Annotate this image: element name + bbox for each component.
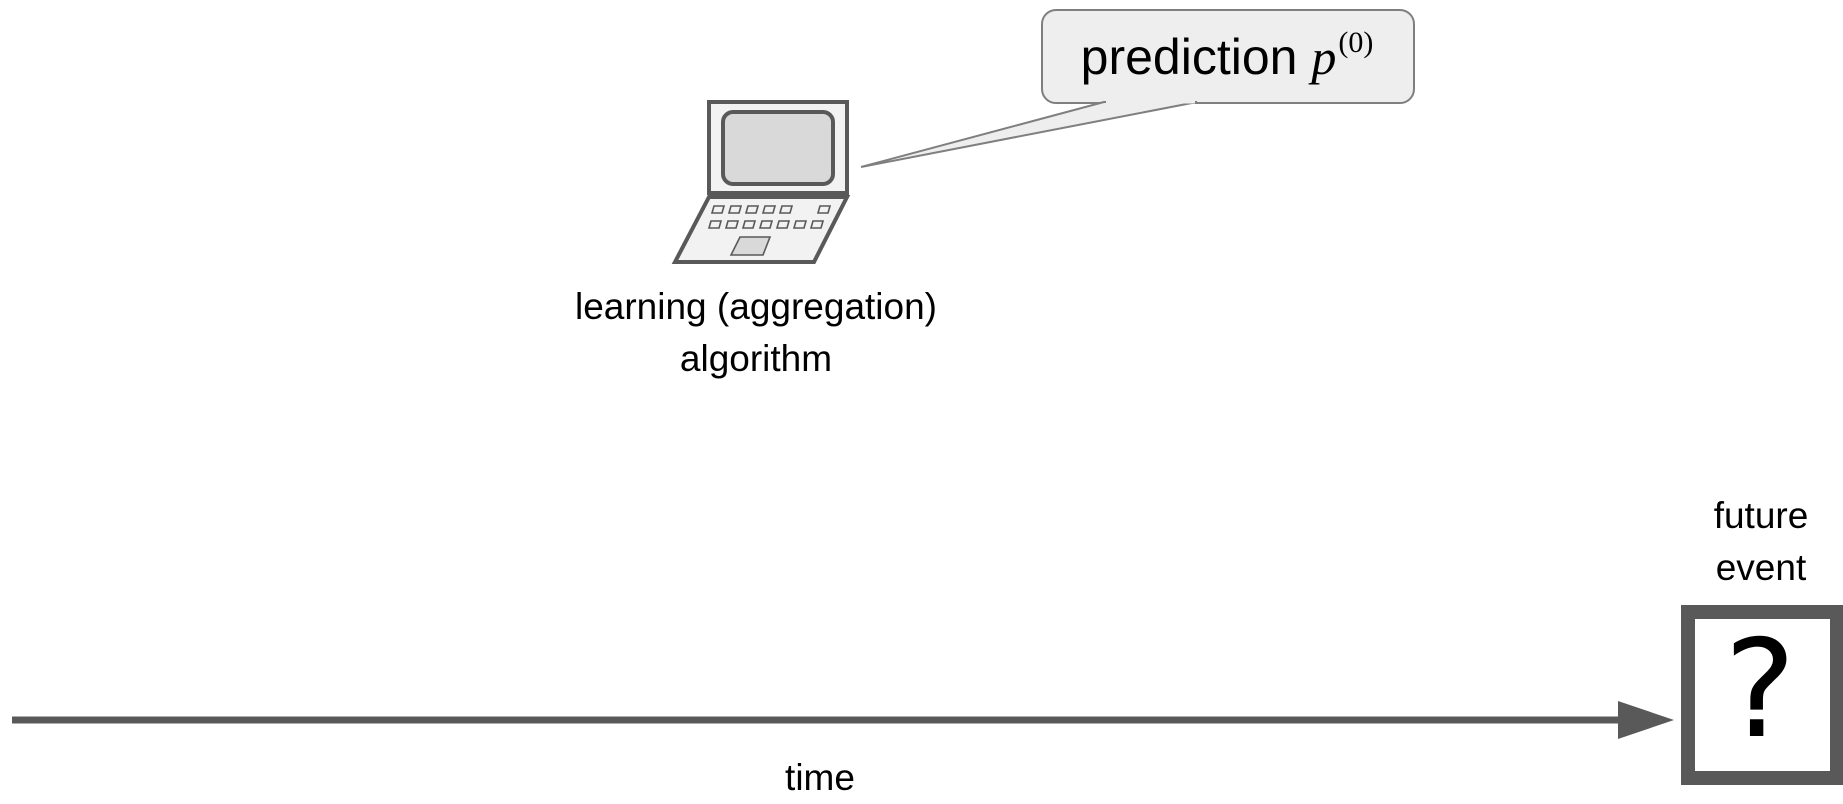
- future-event-label: future event: [1666, 490, 1843, 594]
- algorithm-label-line2: algorithm: [679, 338, 833, 379]
- question-mark-icon: ?: [1724, 611, 1796, 768]
- future-event-label-line2: event: [1715, 547, 1807, 588]
- algorithm-label-line1: learning (aggregation): [574, 286, 937, 327]
- laptop-touchpad: [729, 236, 772, 256]
- speech-bubble-tail: [860, 101, 1198, 168]
- prediction-word: prediction: [1080, 29, 1298, 85]
- speech-bubble: [860, 9, 1415, 168]
- timeline-arrowhead: [1618, 701, 1674, 739]
- laptop-keyboard: [707, 205, 832, 229]
- time-axis-label: time: [785, 757, 855, 798]
- speech-bubble-body: [1041, 9, 1415, 104]
- future-event-label-line1: future: [1713, 495, 1809, 536]
- timeline-arrow: [12, 701, 1674, 739]
- algorithm-label: learning (aggregation) algorithm: [531, 281, 981, 385]
- prediction-label: prediction p(0): [1042, 25, 1412, 97]
- future-event-box: [1681, 605, 1843, 785]
- laptop-icon: [671, 100, 851, 264]
- prediction-variable: p: [1311, 29, 1337, 85]
- prediction-superscript: (0): [1338, 26, 1374, 59]
- laptop-screen: [721, 110, 835, 186]
